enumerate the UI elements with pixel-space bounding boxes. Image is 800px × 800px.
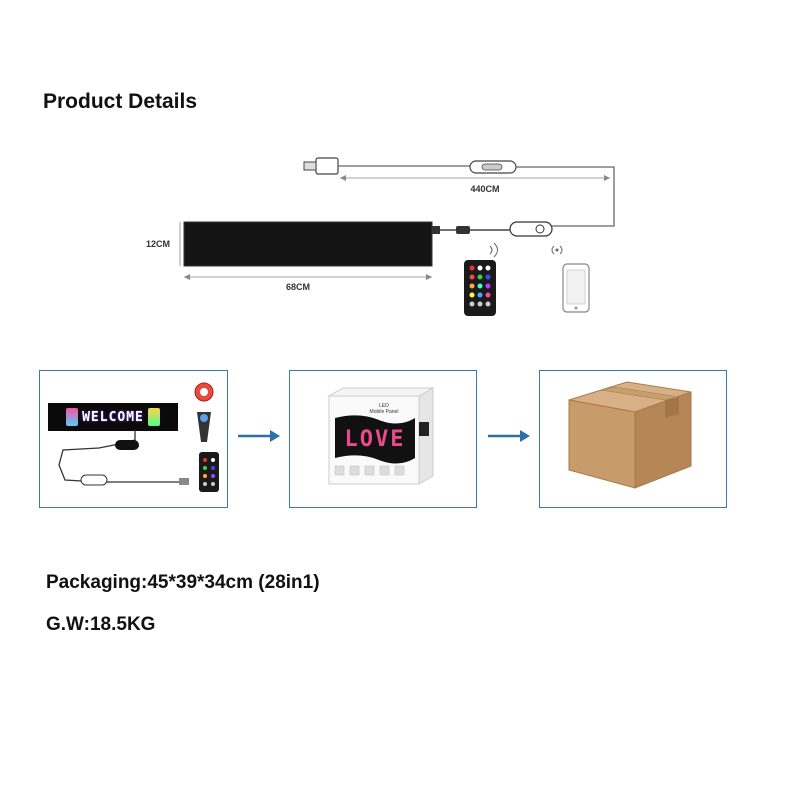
package-contents-illustration [58,382,219,492]
wireless-signal-icon [489,242,498,258]
page-title: Product Details [43,90,198,113]
right-arrow-icon [488,430,530,442]
emoji-graphic [147,408,160,426]
box-label-line1: LED [379,403,389,409]
product-dimension-diagram: 440CM 12CM 68CM [146,157,615,316]
emoji-graphic [66,408,79,426]
right-arrow-icon [238,430,280,442]
usb-plug-icon [303,157,339,175]
packaging-dimensions: Packaging:45*39*34cm (28in1) [46,572,320,593]
cable-length-label: 440CM [470,184,499,194]
box-graphic-text: LOVE [345,427,406,452]
inline-switch-icon [469,160,517,174]
remote-control-icon [464,260,496,316]
panel-height-label: 12CM [146,239,170,249]
retail-box-illustration: LED Mobile Panel LOVE [327,387,435,485]
carton-box-icon [568,381,692,489]
box-label-line2: Mobile Panel [370,409,399,415]
wireless-signal-icon [551,245,563,255]
smartphone-icon [562,263,590,313]
led-panel [183,221,433,267]
welcome-led-panel: WELCOME [48,403,178,431]
panel-display-text: WELCOME [82,409,144,425]
panel-width-label: 68CM [286,282,310,292]
gross-weight: G.W:18.5KG [46,614,156,635]
controller-icon [509,221,553,237]
